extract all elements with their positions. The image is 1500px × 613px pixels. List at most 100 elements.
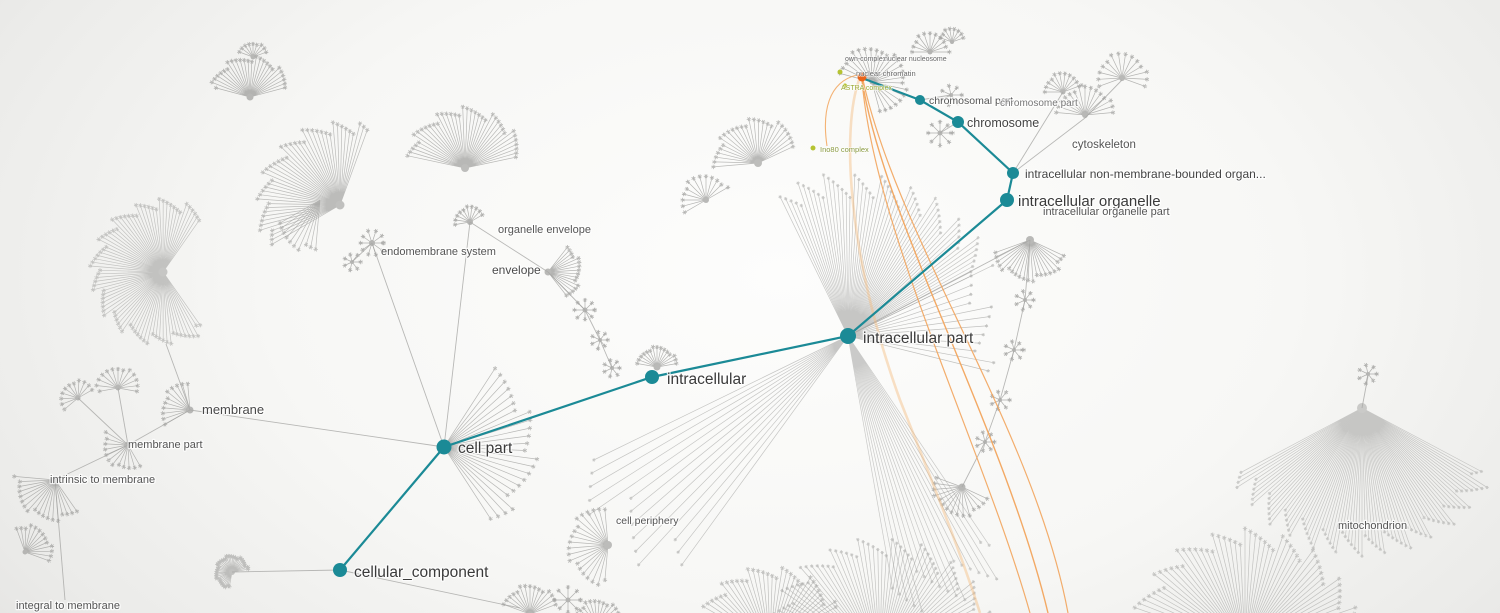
cluster-hub-node[interactable] [958, 483, 966, 491]
go-term-cluster[interactable] [847, 335, 999, 613]
cluster-hub-node[interactable] [158, 267, 168, 277]
node-label[interactable]: cellular_component [353, 563, 491, 583]
node-label[interactable]: own-complex [844, 55, 887, 63]
go-term-cluster[interactable] [764, 537, 992, 613]
node-label[interactable]: cell periphery [615, 514, 681, 529]
cluster-hub-node[interactable] [350, 260, 354, 264]
go-term-cluster[interactable] [1042, 71, 1084, 95]
cluster-hub-node[interactable] [937, 130, 943, 136]
intracellular-part-node[interactable] [840, 328, 856, 344]
go-term-cluster[interactable] [909, 31, 952, 55]
go-term-cluster[interactable] [94, 366, 140, 394]
go-term-cluster[interactable] [214, 553, 251, 590]
cluster-hub-node[interactable] [653, 363, 661, 371]
node-label[interactable]: ASTRA complex [840, 84, 893, 92]
cluster-hub-node[interactable] [246, 93, 254, 101]
go-term-cluster[interactable] [634, 344, 679, 371]
cluster-hub-node[interactable] [115, 385, 121, 391]
go-term-cluster[interactable] [602, 357, 622, 379]
cluster-hub-node[interactable] [467, 219, 473, 225]
complex-node[interactable] [837, 69, 843, 75]
node-label[interactable]: endomembrane system [380, 245, 497, 260]
complex-node[interactable] [842, 83, 848, 89]
go-term-cluster[interactable] [209, 54, 288, 101]
go-term-cluster[interactable] [939, 83, 964, 108]
go-term-cluster[interactable] [501, 583, 558, 613]
cluster-hub-node[interactable] [369, 240, 375, 246]
cluster-hub-node[interactable] [610, 366, 614, 370]
node-label[interactable]: organelle envelope [497, 223, 592, 238]
go-term-cluster[interactable] [342, 252, 363, 273]
intracellular-non-membrane-bounded-organelle-node[interactable] [1007, 167, 1019, 179]
cluster-hub-node[interactable] [1357, 403, 1367, 413]
node-label[interactable]: intrinsic to membrane [49, 473, 157, 488]
go-term-cluster[interactable] [14, 523, 55, 563]
cluster-hub-node[interactable] [1366, 372, 1370, 376]
go-term-cluster[interactable] [778, 173, 995, 337]
go-term-cluster[interactable] [59, 378, 95, 412]
go-term-cluster[interactable] [237, 41, 269, 60]
cluster-hub-node[interactable] [950, 40, 954, 44]
intracellular-organelle-node[interactable] [1000, 193, 1014, 207]
node-label[interactable]: membrane [201, 401, 266, 419]
node-label[interactable]: intracellular non-membrane-bounded organ… [1024, 166, 1267, 183]
cluster-hub-node[interactable] [335, 200, 345, 210]
node-label[interactable]: intracellular organelle [1017, 192, 1162, 212]
node-label[interactable]: Ino80 complex [819, 144, 869, 154]
cluster-hub-node[interactable] [703, 197, 709, 203]
go-term-cluster[interactable] [1235, 403, 1489, 558]
node-label[interactable]: intracellular [666, 370, 748, 390]
complex-node[interactable] [810, 145, 816, 151]
go-term-cluster[interactable] [544, 244, 582, 298]
go-term-cluster[interactable] [1096, 51, 1150, 89]
node-label[interactable]: chromosomal part [928, 94, 1015, 109]
cluster-hub-node[interactable] [75, 395, 81, 401]
go-term-cluster[interactable] [993, 236, 1067, 284]
go-term-cluster[interactable] [680, 174, 731, 215]
go-term-cluster[interactable] [12, 474, 80, 524]
go-term-cluster[interactable] [1357, 362, 1379, 386]
go-term-cluster[interactable] [552, 584, 583, 613]
cluster-hub-node[interactable] [604, 541, 612, 549]
go-term-cluster[interactable] [452, 204, 485, 227]
go-term-cluster[interactable] [277, 199, 321, 253]
cluster-hub-node[interactable] [1026, 236, 1034, 244]
cell-part-node[interactable] [436, 439, 452, 455]
cluster-hub-node[interactable] [1119, 75, 1125, 81]
cellular-component-node[interactable] [333, 563, 347, 577]
highlighted-orange-node[interactable] [857, 72, 867, 82]
node-label[interactable]: envelope [491, 262, 543, 279]
cluster-hub-node[interactable] [186, 406, 194, 414]
go-term-cluster[interactable] [974, 430, 997, 454]
node-label[interactable]: chromosome part [999, 97, 1080, 111]
go-term-cluster[interactable] [358, 228, 387, 257]
node-label[interactable]: cell part [457, 439, 514, 459]
chromosomal-part-node[interactable] [915, 95, 925, 105]
cluster-hub-node[interactable] [544, 268, 552, 276]
go-term-cluster[interactable] [1014, 288, 1036, 312]
go-term-cluster[interactable] [925, 119, 955, 148]
cluster-hub-node[interactable] [22, 549, 28, 555]
node-label[interactable]: intracellular part [862, 329, 975, 349]
go-term-cluster[interactable] [575, 598, 621, 613]
cluster-hub-node[interactable] [1082, 112, 1088, 118]
go-term-cluster[interactable] [102, 430, 143, 471]
node-label[interactable]: cytoskeleton [1071, 138, 1137, 153]
go-term-cluster[interactable] [572, 297, 598, 322]
cluster-hub-node[interactable] [250, 54, 256, 60]
cluster-hub-node[interactable] [124, 441, 132, 449]
node-label[interactable]: nuclear chromatin [855, 68, 916, 78]
chromosome-node[interactable] [952, 116, 964, 128]
intracellular-node[interactable] [645, 370, 659, 384]
cluster-hub-node[interactable] [927, 49, 933, 55]
node-label[interactable]: intracellular organelle part [1042, 205, 1171, 220]
go-term-cluster[interactable] [587, 335, 849, 567]
go-term-cluster[interactable] [989, 389, 1012, 412]
go-term-cluster[interactable] [701, 565, 839, 613]
go-term-cluster[interactable] [711, 116, 796, 170]
cluster-hub-node[interactable] [565, 597, 571, 603]
node-label[interactable]: mitochondrion [1337, 519, 1409, 534]
cluster-hub-node[interactable] [983, 440, 987, 444]
go-term-cluster[interactable] [566, 507, 613, 588]
